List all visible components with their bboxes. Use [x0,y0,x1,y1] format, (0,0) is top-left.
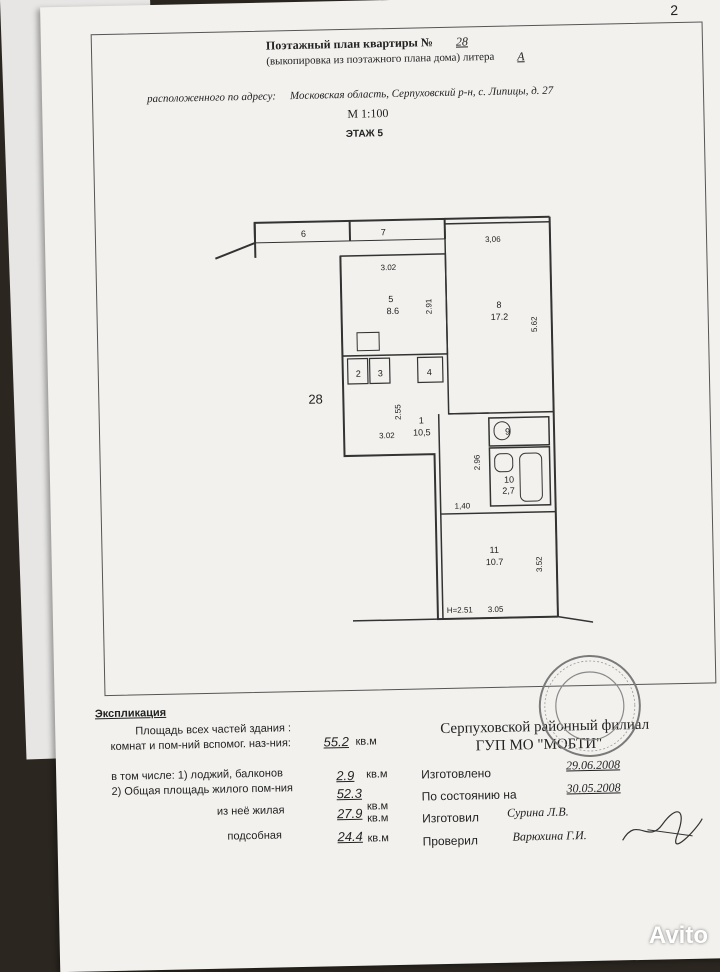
room-11-area: 10.7 [486,557,504,567]
litera: А [517,49,525,64]
official-stamp [534,650,646,762]
state-date: 30.05.2008 [566,780,620,796]
apartment-number: 28 [456,34,468,49]
dim-1: 3,06 [485,235,501,244]
expl-unit-2: кв.м [366,768,388,780]
dim-5: 2.55 [393,404,402,420]
expl-value-1: 55.2 [323,734,349,750]
dim-4: 5.62 [530,316,539,332]
room-9-number: 9 [505,427,510,437]
state-label: По состоянию на [422,788,517,804]
room-9-wall [489,417,550,446]
expl-unit-1: кв.м [355,735,377,747]
outer-wall-left [340,252,558,621]
dim-9: 3.52 [535,556,544,572]
dim-10: 3.05 [488,605,504,614]
stove-fixture [357,332,379,350]
expl-label-4: из неё жилая [217,804,285,817]
expl-label-2: в том числе: 1) лоджий, балконов [111,767,283,783]
expl-label-3: 2) Общая площадь жилого пом-ния [111,782,293,798]
signature [617,804,708,851]
room-10-area: 2,7 [502,485,515,495]
sink-fixture [495,454,513,472]
expl-label-5: подсобная [227,829,282,842]
checked-name: Варюхина Г.И. [512,828,586,845]
checked-label: Проверил [422,833,478,848]
dim-2: 3.02 [381,263,397,272]
room-1-area: 10,5 [413,427,431,437]
apartment-marker: 28 [308,391,323,406]
room-2-number: 2 [356,369,361,379]
expl-value-3: 52.3 [336,786,362,802]
ceiling-height: Н=2.51 [447,605,474,615]
floor-label: ЭТАЖ 5 [346,128,383,140]
floor-plan: 6 7 5 8.6 8 17.2 2 3 4 1 10,5 9 10 2,7 1… [204,206,593,634]
room-7-number: 7 [381,227,386,237]
room-8-area: 17.2 [491,312,509,322]
expl-label-0: Площадь всех частей здания : [135,722,291,737]
expl-unit-5: кв.м [367,832,389,844]
dim-7: 2.96 [473,454,482,470]
room-5-number: 5 [388,294,393,304]
room-6-number: 6 [301,229,306,239]
room-4-number: 4 [427,367,432,377]
dim-3: 2.91 [424,298,433,314]
document-sheet: 2 Поэтажный план квартиры № 28 (выкопиро… [40,0,720,972]
made-by-name: Сурина Л.В. [507,804,569,820]
expl-unit-3: кв.м [367,800,389,812]
expl-label-1: комнат и пом-ний вспомог. наз-ния: [110,737,291,753]
made-by-label: Изготовил [422,810,479,825]
expl-unit-4: кв.м [367,812,389,824]
made-label: Изготовлено [421,766,491,781]
room-8-number: 8 [496,300,501,310]
loggia-wall [215,219,446,259]
room-1-number: 1 [419,415,424,425]
scale: М 1:100 [347,106,388,122]
room-5-area: 8.6 [386,306,399,316]
dim-8: 1,40 [455,501,471,510]
outer-wall-top [445,217,550,219]
room-11-number: 11 [489,545,499,555]
avito-watermark: Avito [649,922,708,950]
room-3-number: 3 [378,368,383,378]
expl-value-2: 2.9 [336,768,354,783]
expl-value-5: 24.4 [337,829,363,845]
room-10-number: 10 [504,475,514,485]
explication-heading: Экспликация [95,707,167,720]
expl-value-4: 27.9 [337,806,363,822]
page-number: 2 [670,2,678,18]
bathtub-fixture [520,453,543,501]
dim-6: 3.02 [379,431,395,440]
